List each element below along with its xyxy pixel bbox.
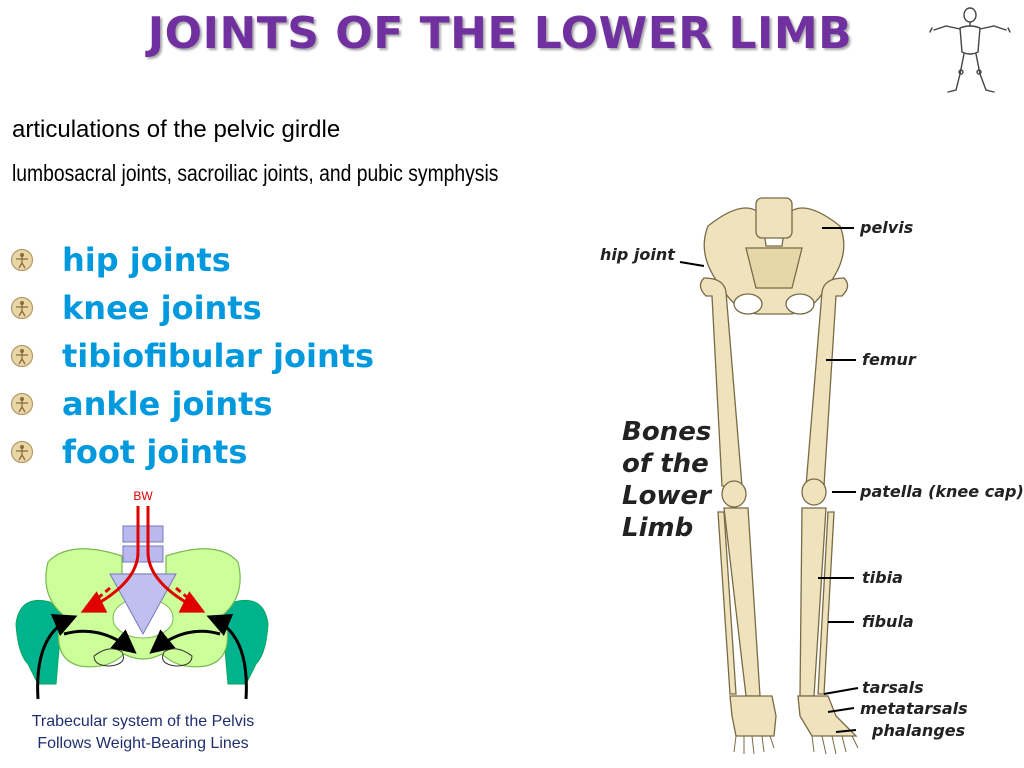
bullet-label: hip joints	[62, 241, 231, 279]
list-item: foot joints	[10, 428, 374, 476]
left-patella	[721, 480, 747, 508]
sacrum-vertebrae	[755, 197, 793, 239]
pelvis-trabecular-diagram: BW Trabecular system of the Pelvis Follo…	[15, 489, 269, 752]
subtitle-joint-list: lumbosacral joints, sacroiliac joints, a…	[12, 160, 499, 186]
trabecular-line	[63, 629, 137, 654]
vitruvian-man-bullet-icon	[10, 392, 34, 416]
left-fibula	[717, 511, 737, 695]
label-tibia: tibia	[862, 568, 903, 587]
vitruvian-man-bullet-icon	[10, 296, 34, 320]
right-foot	[797, 695, 858, 737]
diagram-caption-line2: Follows Weight-Bearing Lines	[37, 735, 248, 752]
lower-limb-skeleton-figure: hip joint pelvis femur patella (knee cap…	[600, 197, 1024, 755]
figure-heading-line: Lower	[622, 481, 713, 511]
label-hip-joint: hip joint	[600, 245, 676, 264]
label-femur: femur	[862, 350, 917, 369]
list-item: ankle joints	[10, 380, 374, 428]
list-item: knee joints	[10, 284, 374, 332]
sacrum	[109, 573, 177, 636]
left-femur	[699, 277, 743, 487]
right-femur-head	[221, 599, 269, 685]
bullet-list: hip joints knee joints tibiofibular join…	[10, 236, 374, 476]
subtitle-pelvic-girdle: articulations of the pelvic girdle	[12, 116, 341, 143]
label-phalanges: phalanges	[871, 721, 965, 740]
bullet-label: foot joints	[62, 433, 248, 471]
vitruvian-man-bullet-icon	[10, 344, 34, 368]
list-item: hip joints	[10, 236, 374, 284]
diagram-caption-line1: Trabecular system of the Pelvis	[32, 713, 255, 730]
bullet-label: ankle joints	[62, 385, 273, 423]
label-tarsals: tarsals	[862, 678, 924, 697]
label-patella: patella (knee cap)	[859, 482, 1024, 501]
left-femur-head	[15, 599, 63, 685]
weight-arrow-right	[146, 506, 206, 613]
label-fibula: fibula	[862, 612, 914, 631]
human-figure-icon	[929, 7, 1011, 93]
trabecular-line	[36, 613, 78, 700]
bullet-label: tibiofibular joints	[62, 337, 375, 375]
list-item: tibiofibular joints	[10, 332, 374, 380]
page-title: JOINTS OF THE LOWER LIMB	[147, 8, 853, 59]
vitruvian-man-bullet-icon	[10, 440, 34, 464]
left-foot	[729, 695, 777, 737]
vertebra	[122, 545, 164, 563]
right-patella	[801, 478, 827, 506]
weight-arrow-left	[80, 506, 140, 613]
figure-heading-line: Limb	[622, 513, 693, 543]
trabecular-line	[149, 629, 221, 654]
bw-label: BW	[133, 489, 153, 503]
label-pelvis: pelvis	[859, 218, 913, 237]
figure-heading-line: Bones	[622, 417, 711, 447]
vertebra	[122, 525, 164, 543]
vitruvian-man-bullet-icon	[10, 248, 34, 272]
label-metatarsals: metatarsals	[860, 699, 968, 718]
figure-heading-line: of the	[622, 449, 709, 479]
trabecular-line	[206, 613, 248, 700]
bullet-label: knee joints	[62, 289, 262, 327]
